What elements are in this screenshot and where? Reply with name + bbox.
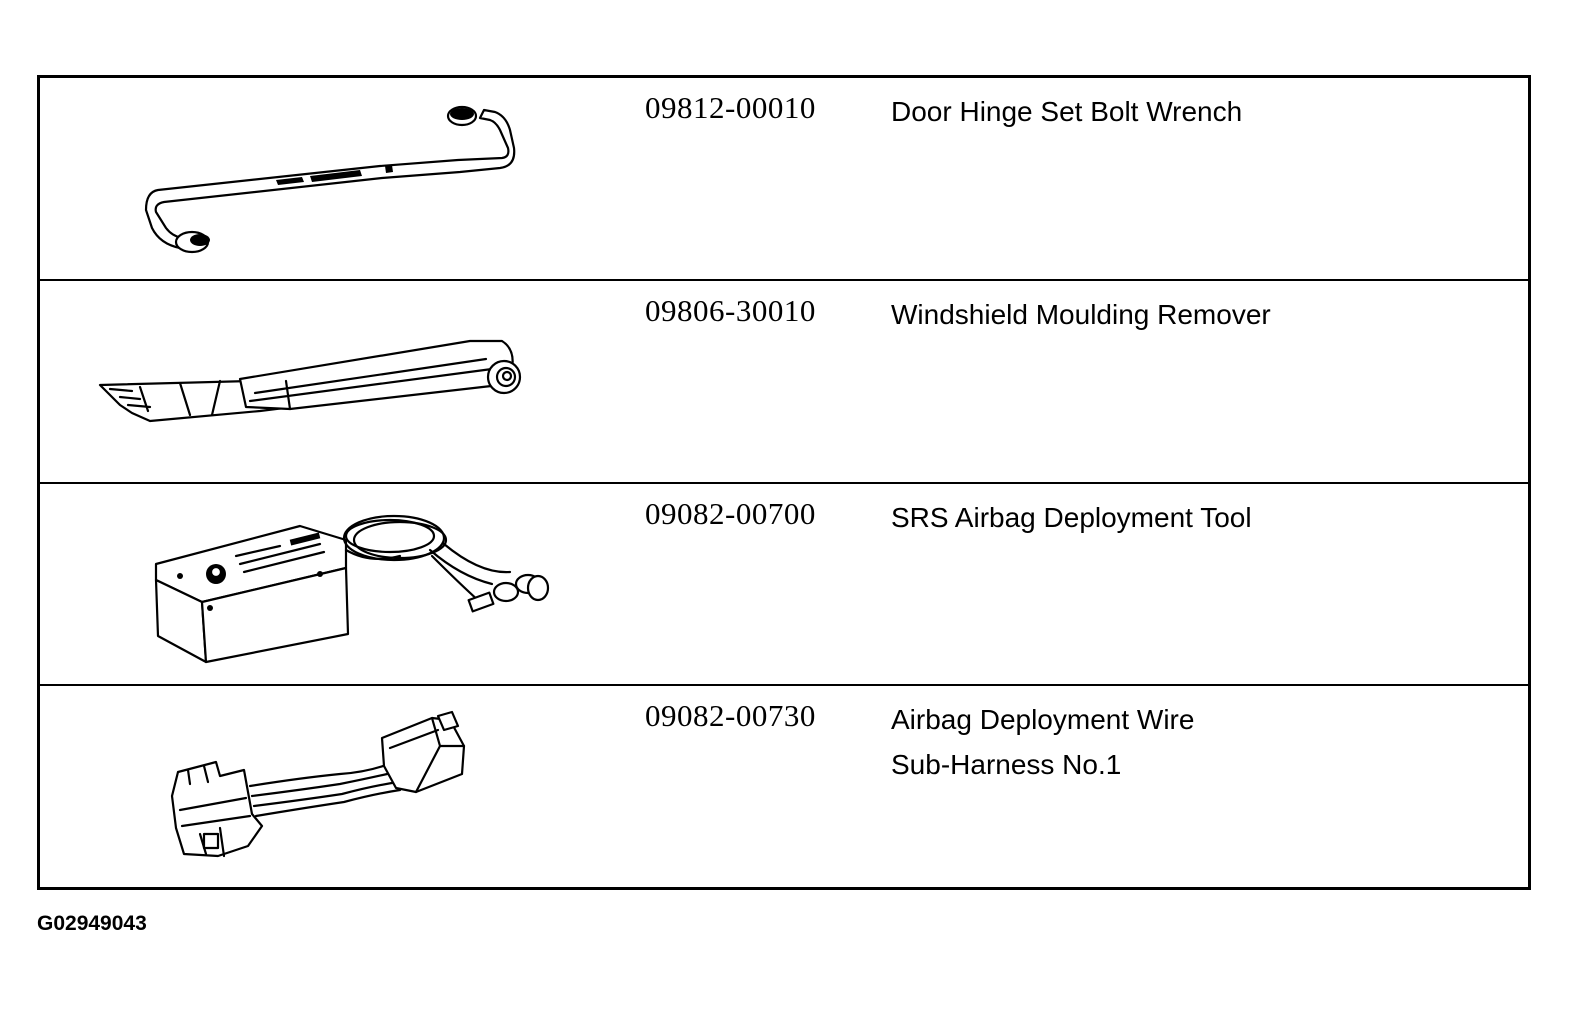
wrench-icon: [144, 105, 516, 254]
special-tools-table: 09812-00010 Door Hinge Set Bolt Wrench 0…: [37, 75, 1531, 890]
part-number: 09082-00700: [645, 495, 816, 531]
part-number: 09812-00010: [645, 90, 816, 125]
wire-sub-harness-icon: [170, 711, 466, 858]
tool-name: Door Hinge Set Bolt Wrench: [891, 96, 1243, 127]
tool-row: 09806-30010 Windshield Moulding Remover: [40, 281, 1528, 484]
part-number: 09082-00730: [645, 698, 816, 734]
part-number: 09806-30010: [645, 292, 816, 328]
deployment-tool-icon: [154, 514, 550, 663]
tool-row: 09082-00700 SRS Airbag Deployment Tool: [40, 484, 1528, 687]
tool-row: 09082-00730 Airbag Deployment Wire Sub-H…: [40, 686, 1528, 887]
tool-name: Airbag Deployment Wire Sub-Harness No.1: [891, 704, 1195, 781]
tool-name: Windshield Moulding Remover: [891, 298, 1271, 330]
figure-id: G02949043: [37, 912, 147, 935]
tool-name: SRS Airbag Deployment Tool: [891, 501, 1252, 533]
moulding-remover-icon: [98, 339, 522, 422]
tool-row: 09812-00010 Door Hinge Set Bolt Wrench: [40, 78, 1528, 281]
